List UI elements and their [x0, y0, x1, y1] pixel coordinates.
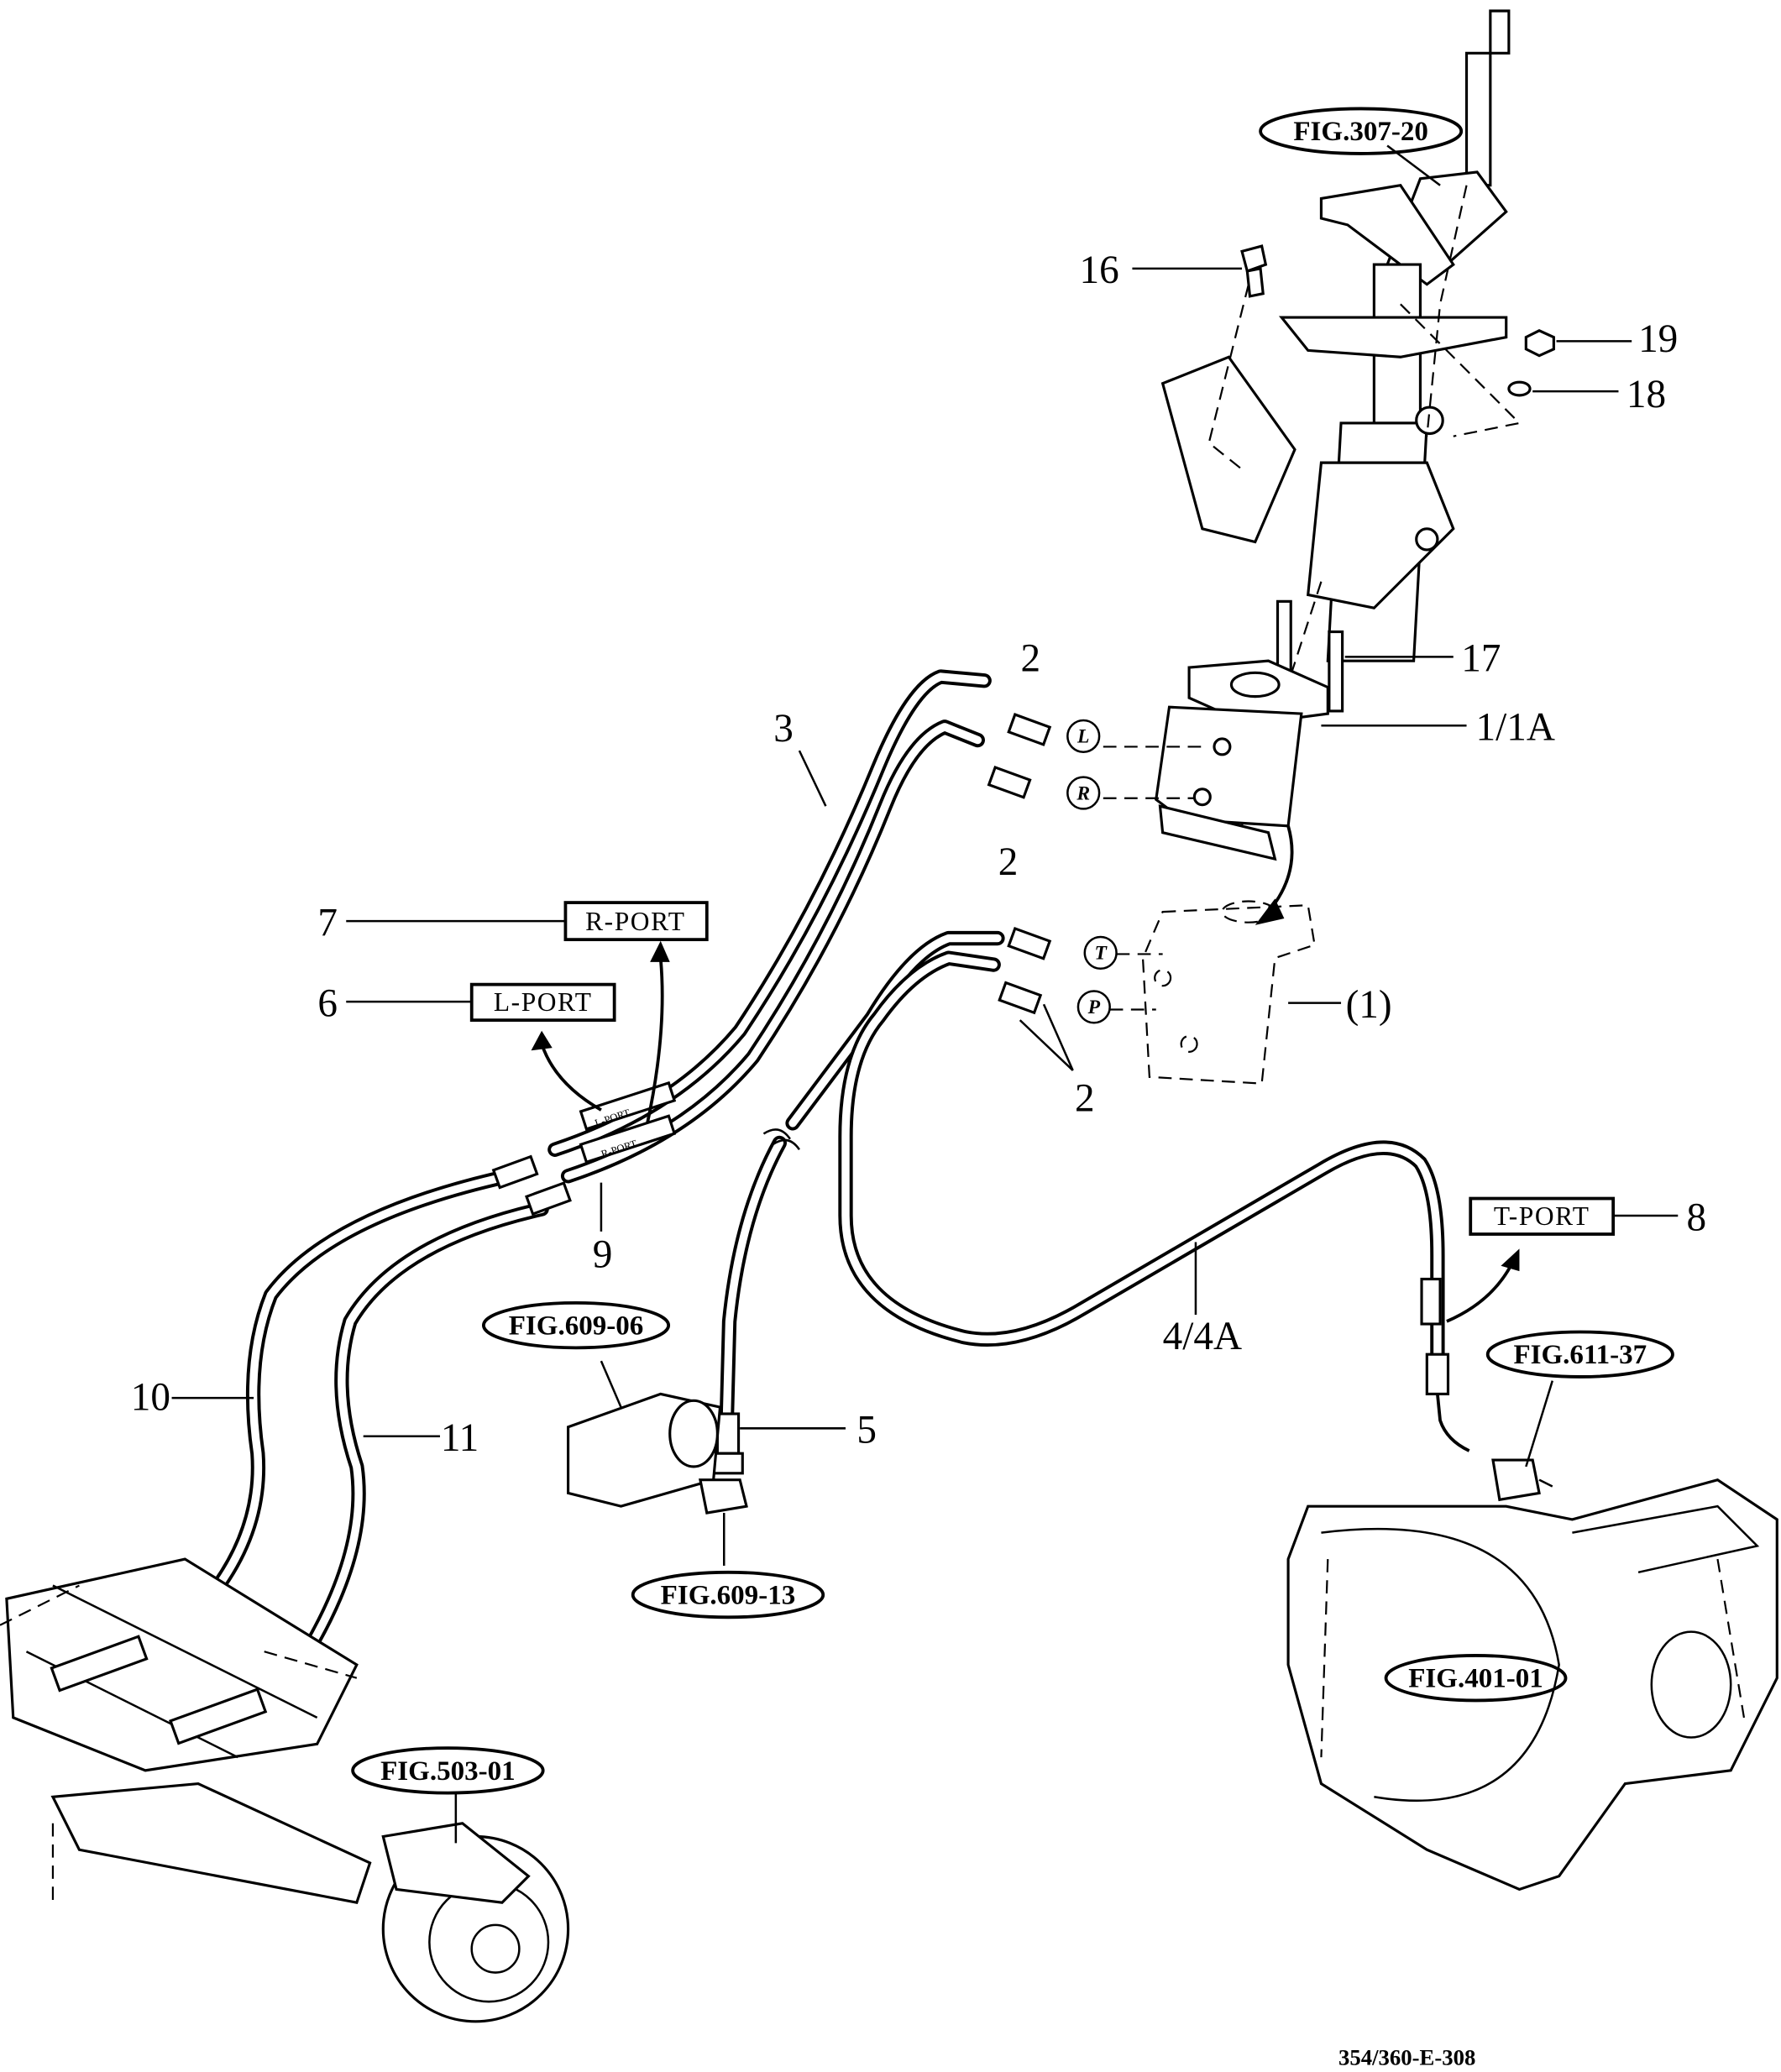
leader-lines: [171, 144, 1679, 1844]
transmission-housing: [1286, 1458, 1778, 1891]
hose-4-4a: [838, 950, 1470, 1452]
port-marker-p: P: [1076, 990, 1111, 1024]
callout-17: 17: [1461, 637, 1501, 681]
steering-unit: [1103, 659, 1329, 925]
figure-reference-fig-609-06[interactable]: FIG.609-06: [481, 1300, 671, 1350]
bolt-16: [1240, 244, 1268, 298]
fig-ref-label: FIG.609-06: [509, 1311, 644, 1342]
port-tag-t-port: T-PORT: [1469, 1196, 1616, 1236]
steering-unit-reference: [1109, 900, 1316, 1085]
hose-10: [177, 1169, 516, 1633]
port-tag-l-port: L-PORT: [469, 982, 616, 1023]
callout-2-top: 2: [1020, 637, 1040, 681]
figure-reference-fig-401-01[interactable]: FIG.401-01: [1384, 1654, 1568, 1703]
steering-column: [1160, 9, 1522, 846]
port-tag-label: T-PORT: [1494, 1201, 1590, 1231]
svg-text:L: L: [1076, 726, 1089, 748]
svg-text:R: R: [1076, 782, 1090, 804]
figure-reference-fig-609-13[interactable]: FIG.609-13: [631, 1570, 825, 1619]
svg-text:T: T: [1094, 943, 1108, 965]
callout-9: 9: [593, 1232, 613, 1276]
callout-1-paren: (1): [1346, 983, 1392, 1027]
figure-reference-fig-307-20[interactable]: FIG.307-20: [1259, 107, 1464, 155]
fig-ref-label: FIG.503-01: [380, 1756, 516, 1787]
callout-2-low: 2: [1075, 1077, 1095, 1121]
callout-5: 5: [856, 1409, 877, 1452]
drawing-code: 354/360-E-308: [1338, 2045, 1475, 2070]
port-marker-t: T: [1083, 935, 1118, 971]
callout-10: 10: [131, 1375, 170, 1419]
callout-1-1a: 1/1A: [1476, 706, 1555, 750]
washer-18: [1507, 380, 1532, 397]
figure-reference-fig-503-01[interactable]: FIG.503-01: [351, 1746, 545, 1795]
callout-numbers: 16 19 18 17 1/1A 2 2 2 3 7 6 (1) 8 9 4/4…: [131, 249, 1706, 1460]
port-tag-r-port: R-PORT: [563, 901, 709, 942]
port-marker-r: R: [1066, 776, 1101, 810]
callout-2-mid: 2: [998, 840, 1019, 884]
fittings-2: [987, 713, 1074, 1071]
svg-text:P: P: [1087, 997, 1101, 1018]
nut-19: [1524, 329, 1555, 358]
callout-8: 8: [1687, 1196, 1707, 1239]
callout-4-4a: 4/4A: [1163, 1315, 1242, 1358]
callout-18: 18: [1626, 373, 1666, 416]
callout-16: 16: [1080, 249, 1119, 292]
port-marker-l: L: [1066, 719, 1101, 753]
fig-ref-label: FIG.609-13: [661, 1581, 796, 1611]
hose-3: L-PORT R-PORT: [547, 669, 992, 1184]
port-tag-label: R-PORT: [585, 907, 685, 936]
callout-6: 6: [317, 981, 338, 1025]
callout-11: 11: [441, 1416, 479, 1460]
hydraulic-pump: [567, 1392, 748, 1566]
fig-ref-label: FIG.307-20: [1293, 117, 1428, 147]
front-axle: [0, 1557, 570, 2023]
callout-7: 7: [317, 901, 338, 944]
hose-11: [283, 1201, 549, 1686]
fittings-9: [491, 1154, 572, 1216]
fig-ref-label: FIG.401-01: [1408, 1664, 1543, 1694]
callout-19: 19: [1638, 317, 1678, 361]
fig-ref-label: FIG.611-37: [1513, 1340, 1647, 1370]
port-tag-label: L-PORT: [494, 987, 593, 1017]
callout-3: 3: [773, 707, 794, 751]
figure-reference-fig-611-37[interactable]: FIG.611-37: [1485, 1330, 1674, 1379]
